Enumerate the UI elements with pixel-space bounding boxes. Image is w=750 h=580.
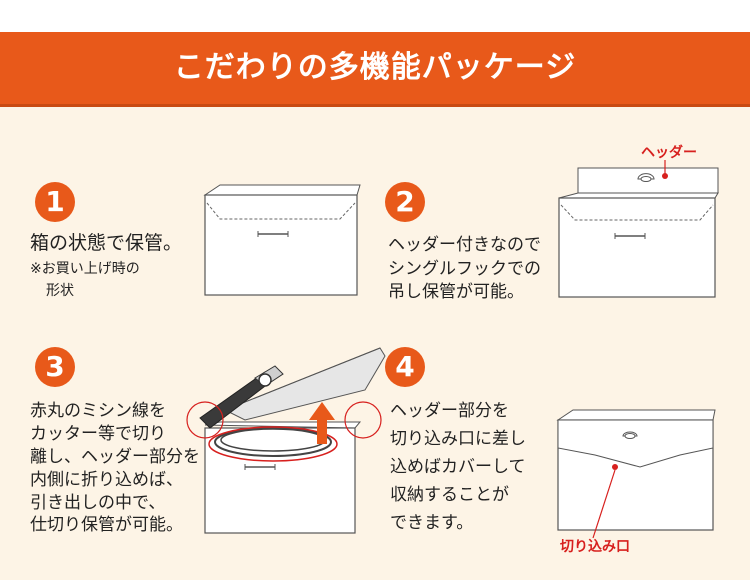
banner-title: こだわりの多機能パッケージ <box>173 50 577 85</box>
step-4-number-badge: 4 <box>385 347 425 387</box>
step-2-box-with-header-illustration <box>558 160 719 298</box>
step-4-line-4: 収納することが <box>390 485 509 505</box>
step-2-line-3: 吊し保管が可能。 <box>388 282 524 302</box>
step-4-line-1: ヘッダー部分を <box>390 401 509 421</box>
step-3-line-3: 離し、ヘッダー部分を <box>30 447 200 467</box>
step-1-text: 箱の状態で保管。 <box>30 232 183 254</box>
top-strip <box>0 0 750 32</box>
step-1-number-badge: 1 <box>35 182 75 222</box>
title-banner: こだわりの多機能パッケージ <box>0 32 750 107</box>
step-2-line-1: ヘッダー付きなので <box>388 235 541 255</box>
step-3-line-2: カッター等で切り <box>30 424 166 444</box>
step-3-cutting-illustration <box>186 347 386 534</box>
step-3-line-1: 赤丸のミシン線を <box>30 401 166 421</box>
slot-label: 切り込み口 <box>560 539 630 555</box>
step-4-line-3: 込めばカバーして <box>390 457 526 477</box>
step-4-line-5: できます。 <box>390 513 474 533</box>
step-2-number-badge: 2 <box>385 182 425 222</box>
step-1-note-line2: 形状 <box>46 283 74 299</box>
step-1-note-line1: ※お買い上げ時の <box>30 261 140 277</box>
step-4-line-2: 切り込み口に差し <box>390 429 526 449</box>
step-3-line-4: 内側に折り込めば、 <box>30 470 183 490</box>
step-3-line-5: 引き出しの中で、 <box>30 493 166 513</box>
step-3-line-6: 仕切り保管が可能。 <box>30 515 183 535</box>
header-label: ヘッダー <box>641 145 697 161</box>
step-1-box-illustration <box>203 184 361 296</box>
step-2-line-2: シングルフックでの <box>388 259 541 279</box>
step-4-closed-box-illustration <box>556 409 716 539</box>
step-3-number-badge: 3 <box>35 347 75 387</box>
